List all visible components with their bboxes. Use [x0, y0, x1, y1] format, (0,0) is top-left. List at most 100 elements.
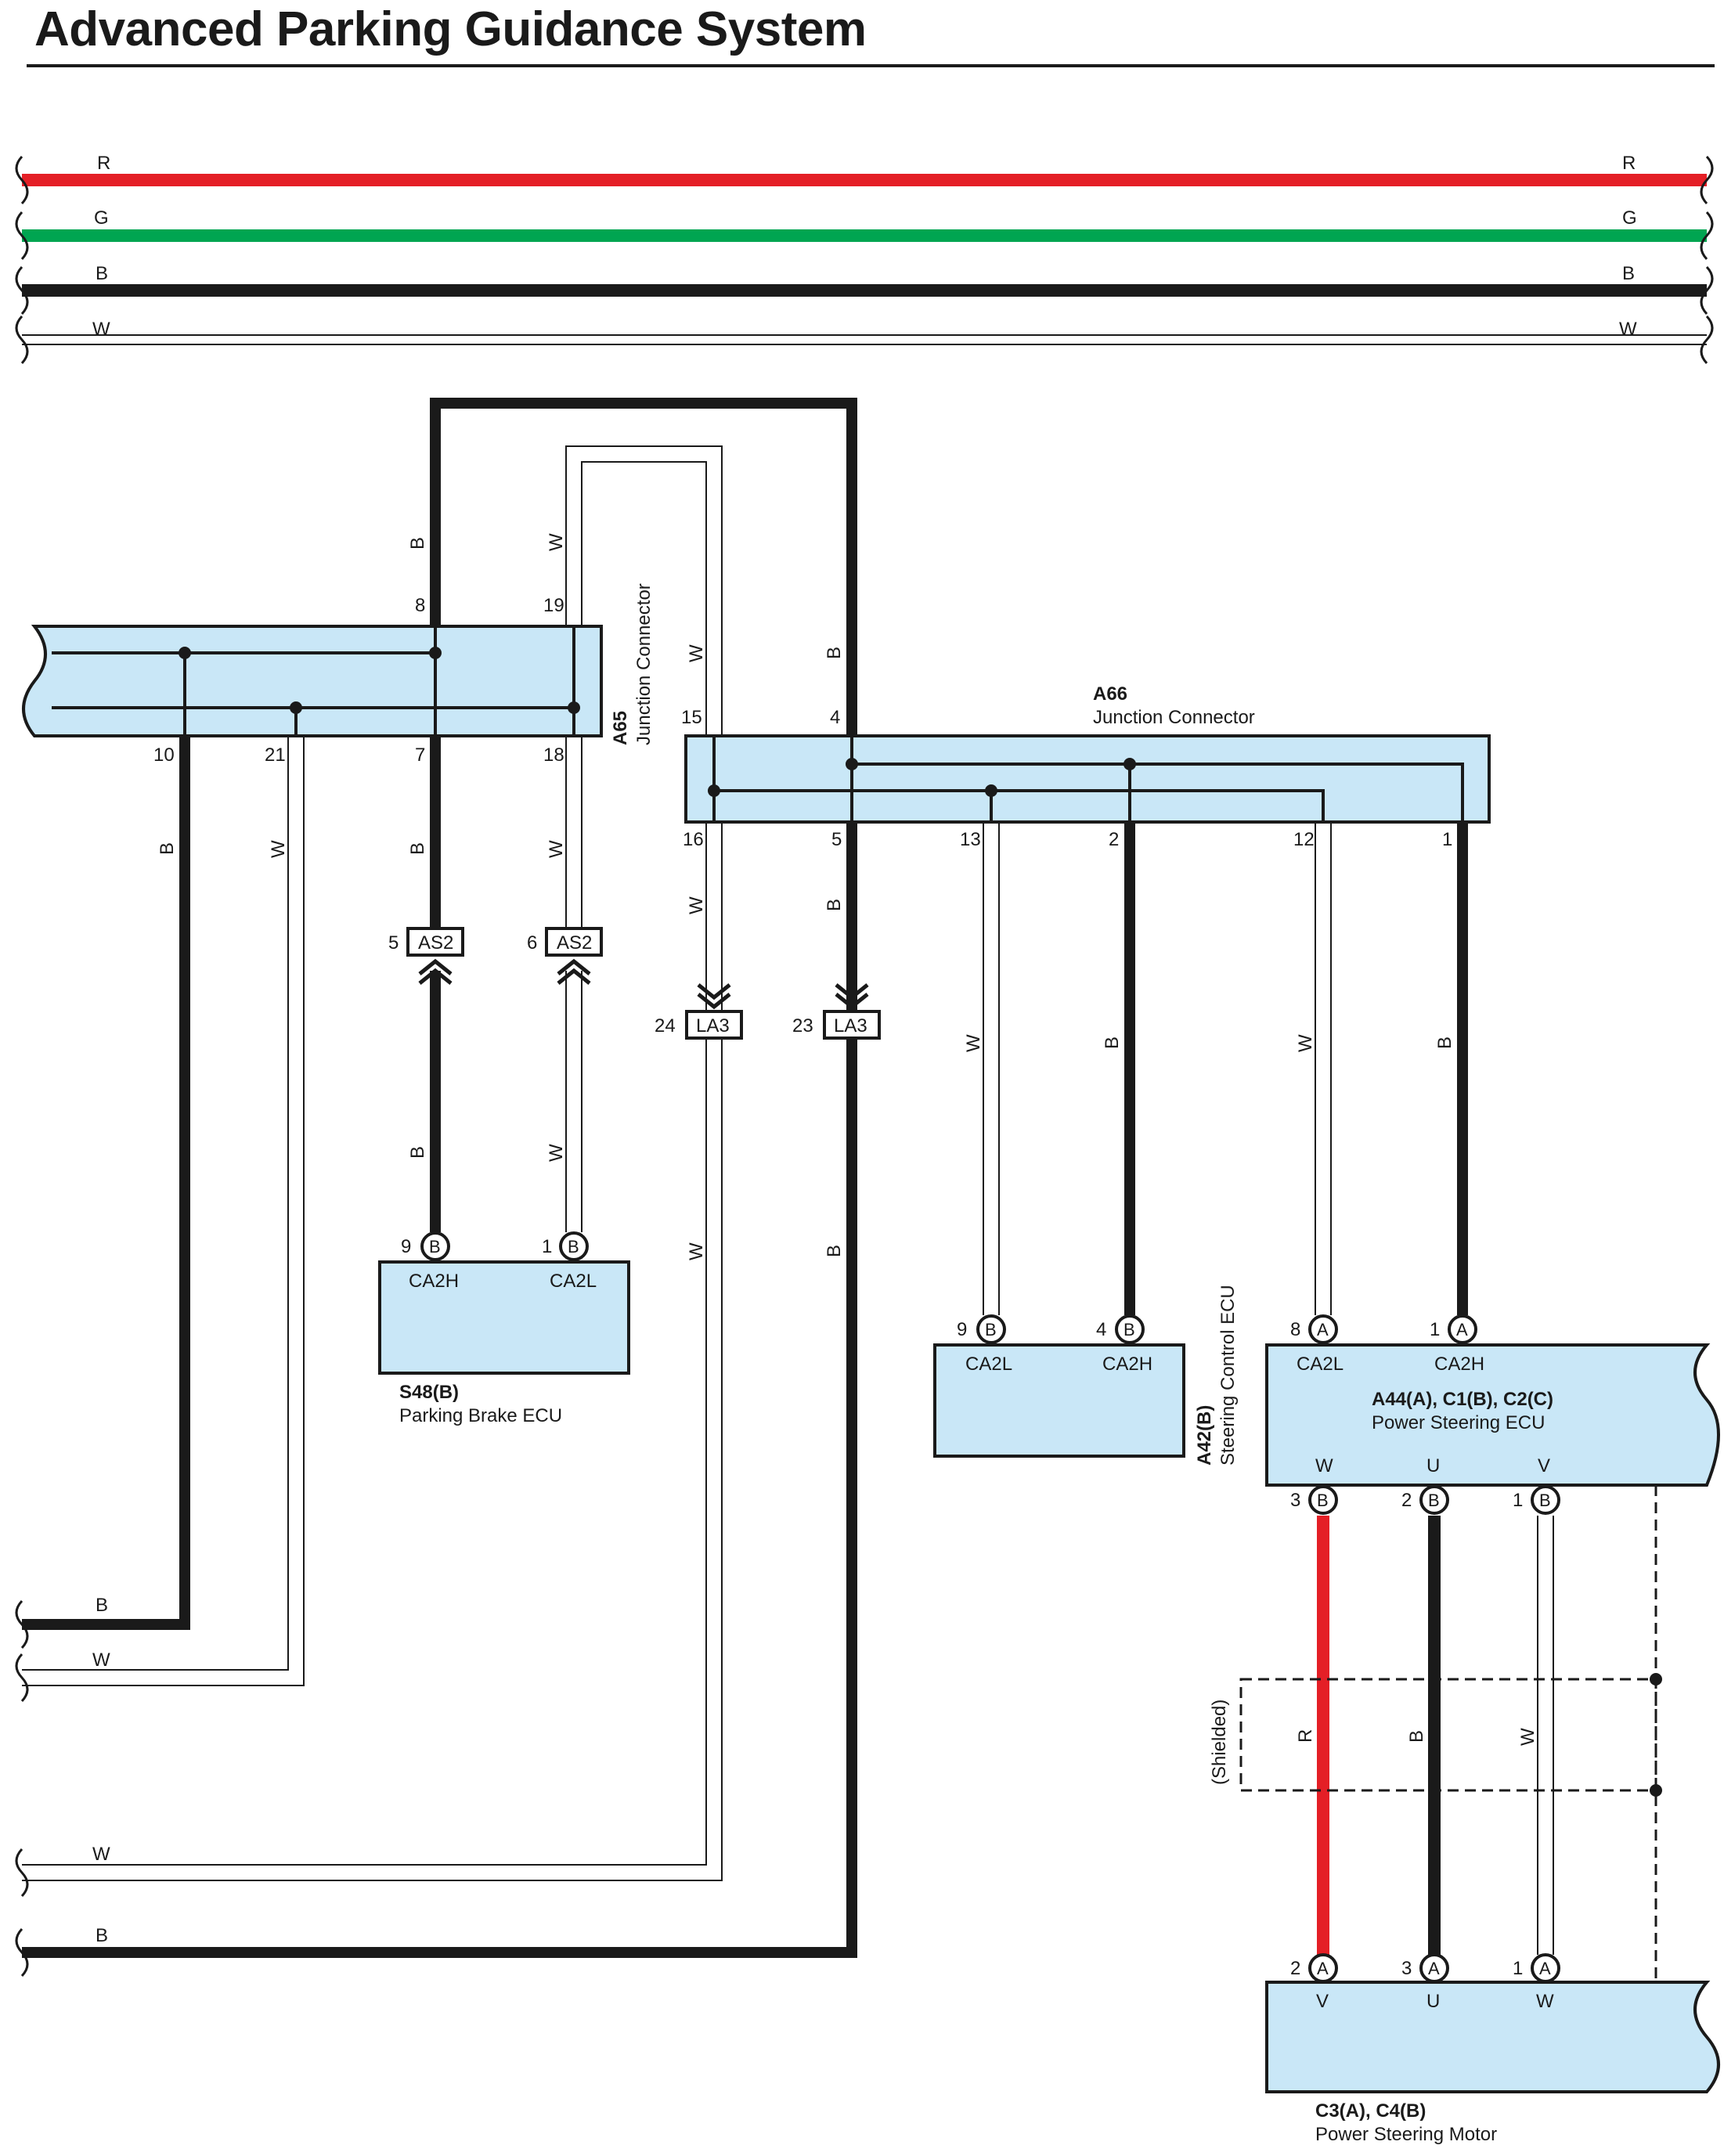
connector-a65: 8 19 10 21 7 18 A65 Junction Connector	[22, 583, 655, 766]
a66-pin-label: 4	[830, 707, 840, 728]
a44-code: A44(A), C1(B), C2(C)	[1372, 1389, 1553, 1410]
pin-circle	[1308, 1485, 1338, 1515]
a65-pin-label: 10	[153, 745, 175, 766]
a65-pin-label: 19	[543, 595, 564, 616]
a42-box	[933, 1343, 1185, 1458]
a65-pin-label: 8	[415, 595, 425, 616]
a66-box	[684, 734, 1491, 824]
la3-arrow-icon	[697, 983, 731, 1010]
wire-w-a65-21	[22, 736, 303, 1685]
a44-signal: CA2L	[1297, 1354, 1343, 1375]
a66-pin-label: 2	[1109, 829, 1119, 850]
wire-b-a65-10	[22, 736, 190, 1630]
motor-pin-letter: A	[1539, 1959, 1551, 1978]
as2-code: AS2	[418, 932, 453, 954]
shield	[1239, 1485, 1657, 1982]
a66-pin-label: 13	[960, 829, 981, 850]
motor-signal: V	[1316, 1991, 1329, 2012]
component-parking-brake-ecu: B 9 CA2H B 1 CA2L S48(B) Parking Brake E…	[378, 1231, 630, 1426]
motor-pin-letter: A	[1428, 1959, 1440, 1978]
wire-label: W	[686, 896, 707, 914]
wire-label: R	[1295, 1729, 1316, 1743]
wire-label: B	[1406, 1730, 1427, 1743]
la3-box-24	[685, 1010, 743, 1040]
la3-pin-label: 23	[792, 1015, 813, 1037]
break-mark	[1700, 155, 1714, 205]
wire-label: W	[92, 1649, 110, 1671]
a44-name: Power Steering ECU	[1372, 1412, 1545, 1433]
a42-pin-letter: B	[1123, 1320, 1135, 1339]
a65-pin-label: 7	[415, 745, 425, 766]
pin-circle	[1308, 1953, 1338, 1983]
s48-pin-num: 9	[401, 1236, 411, 1257]
motor-code: C3(A), C4(B)	[1315, 2100, 1426, 2122]
s48-name: Parking Brake ECU	[399, 1405, 562, 1426]
a66-bar	[714, 789, 1325, 822]
wire-w-a65-21-outline	[22, 736, 305, 1686]
connector-a66: 15 4 16 5 13 2 12 1 A66 Junction Connect…	[681, 683, 1491, 850]
pin-circle	[1419, 1485, 1449, 1515]
a44-signal: CA2H	[1434, 1354, 1484, 1375]
bottom-left-labels: B W W B	[92, 1595, 110, 1946]
motor-pin-num: 1	[1513, 1958, 1523, 1979]
a44-box	[1265, 1343, 1720, 1487]
a65-junction-dot	[179, 647, 191, 659]
break-mark	[15, 1653, 29, 1703]
a42-pin-num: 4	[1096, 1319, 1106, 1340]
bus-label-right: B	[1622, 263, 1635, 284]
la3-pin-label: 24	[655, 1015, 676, 1037]
break-mark	[15, 155, 29, 205]
break-mark	[15, 211, 29, 261]
a42-pin-letter: B	[985, 1320, 997, 1339]
a44-pin-num: 3	[1290, 1490, 1300, 1511]
pin-circle	[1531, 1953, 1560, 1983]
break-mark	[15, 265, 29, 315]
a66-name: Junction Connector	[1093, 707, 1255, 728]
motor-signal: U	[1426, 1991, 1440, 2012]
wire-w-a66-16	[22, 822, 721, 1880]
la3-box-23	[823, 1010, 881, 1040]
s48-code: S48(B)	[399, 1382, 459, 1403]
wire-label: W	[686, 644, 707, 662]
wire-label: W	[92, 1844, 110, 1865]
connector-as2: AS2 5 AS2 6	[388, 927, 603, 985]
wire-label: B	[1102, 1037, 1123, 1049]
bus-label-left: B	[96, 263, 108, 284]
pin-circle	[1308, 1314, 1338, 1344]
a44-pin-letter: B	[1539, 1491, 1551, 1510]
wire-label: W	[268, 840, 289, 858]
a66-code: A66	[1093, 683, 1127, 705]
a42-code: A42(B)	[1194, 1405, 1215, 1466]
component-power-steering-ecu: A 8 CA2L A 1 CA2H A44(A), C1(B), C2(C) P…	[1265, 1314, 1720, 1515]
shield-junction	[1650, 1673, 1662, 1686]
break-mark	[15, 1927, 29, 1978]
a44-pin-letter: B	[1317, 1491, 1329, 1510]
pin-circle	[559, 1231, 589, 1261]
connector-la3: LA3 24 LA3 23	[655, 983, 881, 1040]
s48-signal: CA2L	[550, 1271, 597, 1292]
a66-pin-label: 15	[681, 707, 702, 728]
a66-pin-label: 5	[831, 829, 842, 850]
motor-pin-num: 2	[1290, 1958, 1300, 1979]
wire-w-loop	[567, 447, 721, 736]
a66-junction-dot	[846, 758, 858, 770]
wire-label: W	[546, 1144, 567, 1162]
a66-pin-label: 1	[1442, 829, 1452, 850]
a44-pin-num: 2	[1401, 1490, 1412, 1511]
wire-b-loop	[430, 398, 857, 736]
s48-pin-num: 1	[542, 1236, 552, 1257]
pin-circle	[420, 1231, 450, 1261]
a66-bar	[852, 763, 1464, 822]
wire-label: B	[824, 647, 845, 659]
top-bus: R G B W R G B W	[15, 153, 1714, 365]
a66-junction-dot	[708, 784, 720, 797]
motor-signal: W	[1536, 1991, 1554, 2012]
pin-circle	[1115, 1314, 1145, 1344]
wire-label: B	[824, 1245, 845, 1257]
as2-code: AS2	[557, 932, 592, 954]
break-mark	[15, 1848, 29, 1898]
a65-pin-label: 18	[543, 745, 564, 766]
component-steering-control-ecu: B 9 CA2L B 4 CA2H A42(B) Steering Contro…	[933, 1285, 1239, 1466]
as2-box-5	[406, 927, 464, 957]
